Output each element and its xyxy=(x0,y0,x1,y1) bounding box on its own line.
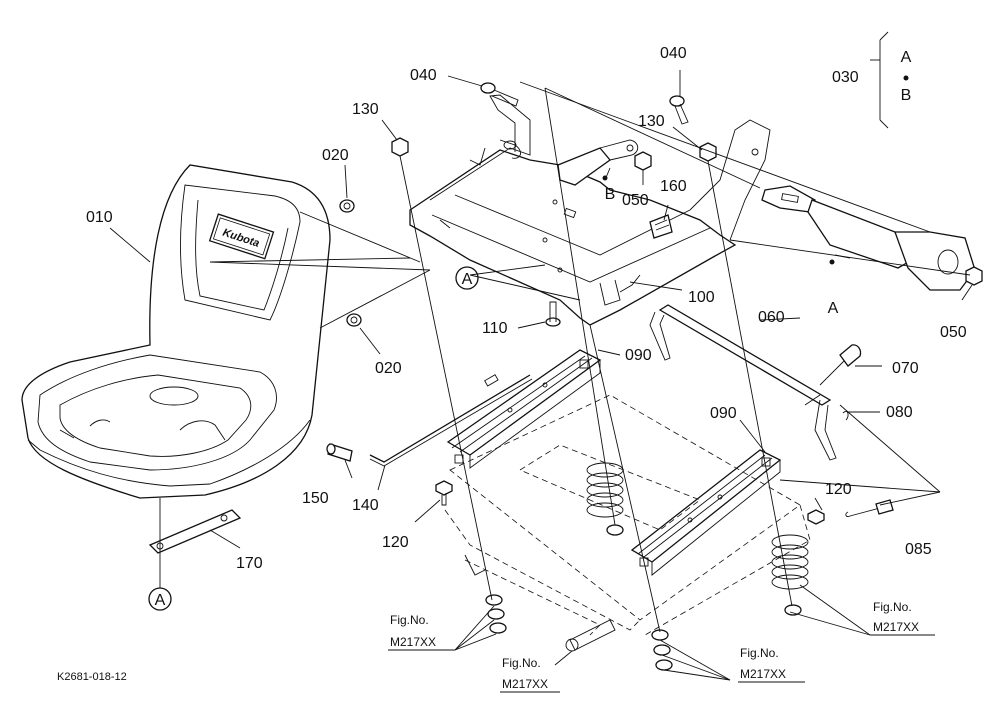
label-160: 160 xyxy=(660,178,687,195)
spring-center xyxy=(586,462,624,536)
fig-ref-3-code: M217XX xyxy=(740,667,786,681)
label-100: 100 xyxy=(688,289,715,306)
label-110: 110 xyxy=(482,320,508,337)
fig-ref-4-code: M217XX xyxy=(873,620,919,634)
label-050-left: 050 xyxy=(622,192,649,209)
spring-right xyxy=(771,534,809,616)
label-050-right: 050 xyxy=(940,324,967,341)
fig-ref-2-title: Fig.No. xyxy=(502,656,541,670)
bracket-a-text: A xyxy=(901,49,912,66)
kubota-logo-plate: Kubota xyxy=(208,213,275,260)
part-labels: 010 020 020 030 040 040 050 050 060 070 … xyxy=(86,45,967,572)
nut-130-right xyxy=(699,142,717,162)
label-010: 010 xyxy=(86,209,113,226)
label-170: 170 xyxy=(236,555,263,572)
nut-050-left xyxy=(634,151,652,171)
fig-ref-4: Fig.No. M217XX xyxy=(873,600,919,634)
clip-160 xyxy=(649,214,673,239)
adjust-lever-060 xyxy=(649,304,837,461)
bolt-120-right xyxy=(807,509,825,525)
fig-ref-1: Fig.No. M217XX xyxy=(390,613,436,649)
callout-a-lower-text: A xyxy=(155,592,166,609)
bolt-120-left xyxy=(435,480,453,506)
label-085: 085 xyxy=(905,541,932,558)
washer-020-bottom xyxy=(346,313,362,327)
fig-ref-3: Fig.No. M217XX xyxy=(740,646,786,681)
label-090-left: 090 xyxy=(625,347,652,364)
label-080: 080 xyxy=(886,404,913,421)
callout-circle-a-upper: A xyxy=(455,266,479,290)
label-060: 060 xyxy=(758,309,785,326)
slide-rail-090-left xyxy=(446,349,602,469)
seat-cushion xyxy=(21,164,331,499)
adjust-handle-140 xyxy=(369,374,533,467)
fig-ref-4-title: Fig.No. xyxy=(873,600,912,614)
bolt-110 xyxy=(545,301,561,327)
label-040-right: 040 xyxy=(660,45,687,62)
seat-bracket-100 xyxy=(409,94,771,326)
label-130-left: 130 xyxy=(352,101,379,118)
callout-a-upper-text: A xyxy=(462,271,473,288)
washer-stack-center xyxy=(651,629,673,671)
drawing-code: K2681-018-12 xyxy=(57,671,127,683)
pin-080 xyxy=(842,410,849,421)
leader-lines xyxy=(109,31,973,633)
label-070: 070 xyxy=(892,360,919,377)
seat-belt-buckle xyxy=(557,139,639,186)
label-120-left: 120 xyxy=(382,534,409,551)
label-130-right: 130 xyxy=(638,113,665,130)
label-140: 140 xyxy=(352,497,379,514)
lower-frame-reference xyxy=(444,394,811,652)
label-120-right: 120 xyxy=(825,481,852,498)
fig-ref-2: Fig.No. M217XX xyxy=(502,656,548,691)
fig-ref-1-code: M217XX xyxy=(390,635,436,649)
bolt-040-right xyxy=(669,95,689,125)
marker-b: B xyxy=(602,175,616,203)
nut-050-right xyxy=(965,266,983,286)
bracket-a-b: A B xyxy=(901,49,912,104)
fig-ref-1-title: Fig.No. xyxy=(390,613,429,627)
washer-020-top xyxy=(339,199,355,213)
nut-130-left xyxy=(391,137,409,157)
bracket-b-text: B xyxy=(901,87,912,104)
marker-b-text: B xyxy=(605,186,616,203)
label-090-right: 090 xyxy=(710,405,737,422)
label-020-top: 020 xyxy=(322,147,349,164)
handle-grip-150 xyxy=(326,443,353,462)
mounting-plate-170 xyxy=(148,498,242,580)
slide-rail-090-right xyxy=(630,449,782,576)
label-030: 030 xyxy=(832,69,859,86)
spring-085 xyxy=(845,499,894,517)
label-150: 150 xyxy=(302,490,329,507)
label-020-bottom: 020 xyxy=(375,360,402,377)
fig-ref-3-title: Fig.No. xyxy=(740,646,779,660)
callout-circle-a-lower: A xyxy=(148,587,172,611)
bolt-040-left xyxy=(480,82,519,107)
lever-knob-070 xyxy=(819,344,862,386)
label-040-left: 040 xyxy=(410,67,437,84)
marker-a-text: A xyxy=(828,300,839,317)
fig-ref-2-code: M217XX xyxy=(502,677,548,691)
marker-a: A xyxy=(828,259,839,317)
washer-stack-left xyxy=(485,594,507,634)
seat-belt-strap xyxy=(761,185,976,291)
fig-ref-leaders xyxy=(388,584,935,693)
